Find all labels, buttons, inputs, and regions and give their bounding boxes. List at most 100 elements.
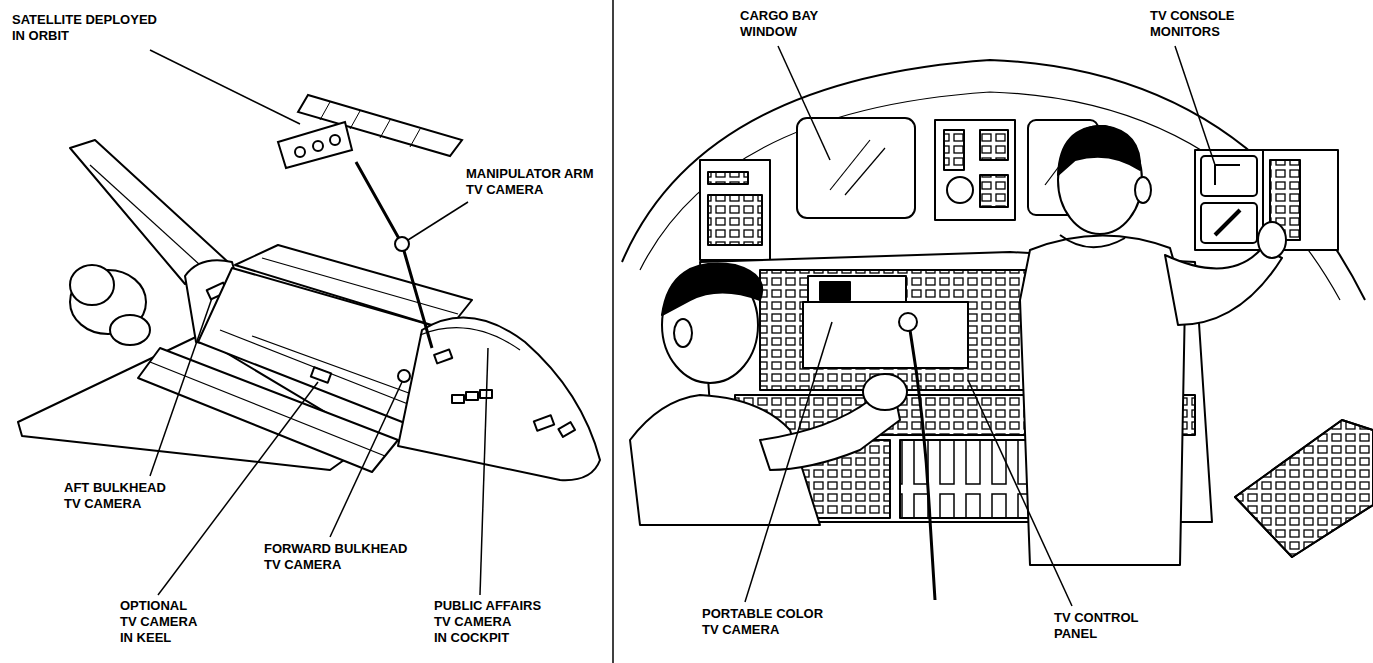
label-line: TV CONTROL (1054, 610, 1139, 626)
label-line: OPTIONAL (120, 598, 197, 614)
label-line: IN KEEL (120, 630, 197, 646)
console-operator-part (1058, 126, 1140, 175)
shuttle-drawing-part (235, 245, 472, 330)
shuttle-drawing-part (434, 350, 452, 364)
shuttle-drawing-part (110, 315, 150, 345)
satellite-drawing-part (350, 111, 360, 129)
label-line: TV CAMERA (120, 614, 197, 630)
callout-label: SATELLITE DEPLOYED IN ORBIT (10, 12, 159, 44)
leader-lines-part (150, 298, 212, 476)
satellite-drawing-part (298, 95, 462, 156)
callout-label: OPTIONAL TV CAMERA IN KEEL (118, 598, 199, 646)
flight-deck-drawing-part (980, 175, 1008, 207)
shuttle-drawing-part (534, 415, 554, 431)
label-line: TV CAMERA (434, 614, 541, 630)
leader-lines-part (1175, 46, 1215, 165)
camera-operator-part (820, 282, 850, 300)
shuttle-drawing (18, 140, 600, 480)
label-line: TV CONSOLE (1150, 8, 1235, 24)
satellite-drawing-part (295, 147, 305, 157)
leader-lines-part (408, 202, 468, 240)
label-line: PORTABLE COLOR (702, 606, 823, 622)
shuttle-drawing-part (90, 165, 200, 265)
label-line: AFT BULKHEAD (64, 480, 166, 496)
shuttle-drawing-part (220, 330, 408, 404)
satellite-drawing-part (278, 122, 352, 168)
leader-lines-part (330, 382, 402, 537)
flight-deck-drawing-part (700, 160, 770, 260)
label-line: WINDOW (740, 24, 818, 40)
shuttle-drawing-part (558, 422, 575, 437)
callout-label: FORWARD BULKHEAD TV CAMERA (262, 541, 409, 573)
shuttle-drawing-part (262, 258, 458, 314)
label-line: IN COCKPIT (434, 630, 541, 646)
satellite-drawing-part (320, 102, 330, 120)
camera-operator-part (910, 330, 935, 600)
shuttle-drawing-part (420, 328, 520, 350)
shuttle-drawing-part (466, 392, 478, 400)
flight-deck-drawing-part (708, 195, 762, 245)
flight-deck-drawing-part (1201, 203, 1257, 243)
label-line: TV CAMERA (264, 557, 407, 573)
console-operator-part (1058, 126, 1142, 234)
satellite-drawing-part (313, 141, 323, 151)
flight-deck-drawing-part (1215, 210, 1240, 235)
flight-deck-drawing-part (947, 177, 973, 203)
label-line: FORWARD BULKHEAD (264, 541, 407, 557)
callout-label: AFT BULKHEAD TV CAMERA (62, 480, 168, 512)
camera-operator-part (863, 374, 907, 410)
callout-label: PORTABLE COLOR TV CAMERA (700, 606, 825, 638)
console-operator-part (1060, 235, 1125, 247)
flight-deck-drawing-part (1215, 165, 1240, 185)
shuttle-drawing-part (356, 162, 432, 348)
leader-lines-part (745, 322, 832, 602)
leader-lines-part (778, 46, 830, 160)
camera-operator (630, 264, 968, 600)
satellite-drawing-part (330, 135, 340, 145)
satellite-drawing-part (380, 120, 390, 138)
satellite-drawing-part (410, 129, 420, 147)
label-line: MONITORS (1150, 24, 1235, 40)
shuttle-drawing-part (70, 265, 114, 305)
console-operator-part (1165, 248, 1282, 325)
leader-lines-part (968, 380, 1072, 606)
shuttle-drawing-part (311, 367, 331, 383)
shuttle-drawing-part (395, 237, 409, 251)
label-line: MANIPULATOR ARM (466, 166, 594, 182)
shuttle-drawing-part (452, 395, 464, 403)
panel-divider (612, 0, 614, 663)
label-line: CARGO BAY (740, 8, 818, 24)
flight-deck-drawing-part (944, 130, 964, 170)
camera-operator-part (662, 264, 762, 315)
shuttle-drawing-part (398, 318, 600, 481)
label-line: TV CAMERA (466, 182, 594, 198)
callout-label: TV CONTROL PANEL (1052, 610, 1141, 642)
flight-deck-drawing-part (830, 140, 870, 190)
satellite-drawing (278, 95, 462, 168)
leader-lines (150, 46, 1215, 606)
flight-deck-drawing-part (1195, 150, 1263, 250)
leader-lines-part (150, 50, 300, 124)
callout-label: CARGO BAY WINDOW (738, 8, 820, 40)
label-line: TV CAMERA (64, 496, 166, 512)
callout-label: PUBLIC AFFAIRS TV CAMERA IN COCKPIT (432, 598, 543, 646)
label-line: SATELLITE DEPLOYED (12, 12, 157, 28)
label-line: TV CAMERA (702, 622, 823, 638)
label-line: PANEL (1054, 626, 1139, 642)
camera-operator-part (899, 313, 917, 331)
console-operator (1020, 126, 1286, 565)
console-operator-part (1020, 235, 1185, 565)
flight-deck-drawing-part (980, 130, 1008, 160)
flight-deck-drawing-part (1235, 420, 1373, 557)
camera-operator-part (674, 319, 692, 347)
shuttle-drawing-part (398, 370, 410, 382)
leader-lines-part (480, 348, 488, 595)
callout-label: TV CONSOLE MONITORS (1148, 8, 1237, 40)
label-line: PUBLIC AFFAIRS (434, 598, 541, 614)
flight-deck-drawing-part (935, 120, 1015, 220)
flight-deck-drawing-part (797, 118, 915, 218)
flight-deck-drawing (622, 60, 1373, 557)
flight-deck-drawing-part (845, 148, 885, 195)
